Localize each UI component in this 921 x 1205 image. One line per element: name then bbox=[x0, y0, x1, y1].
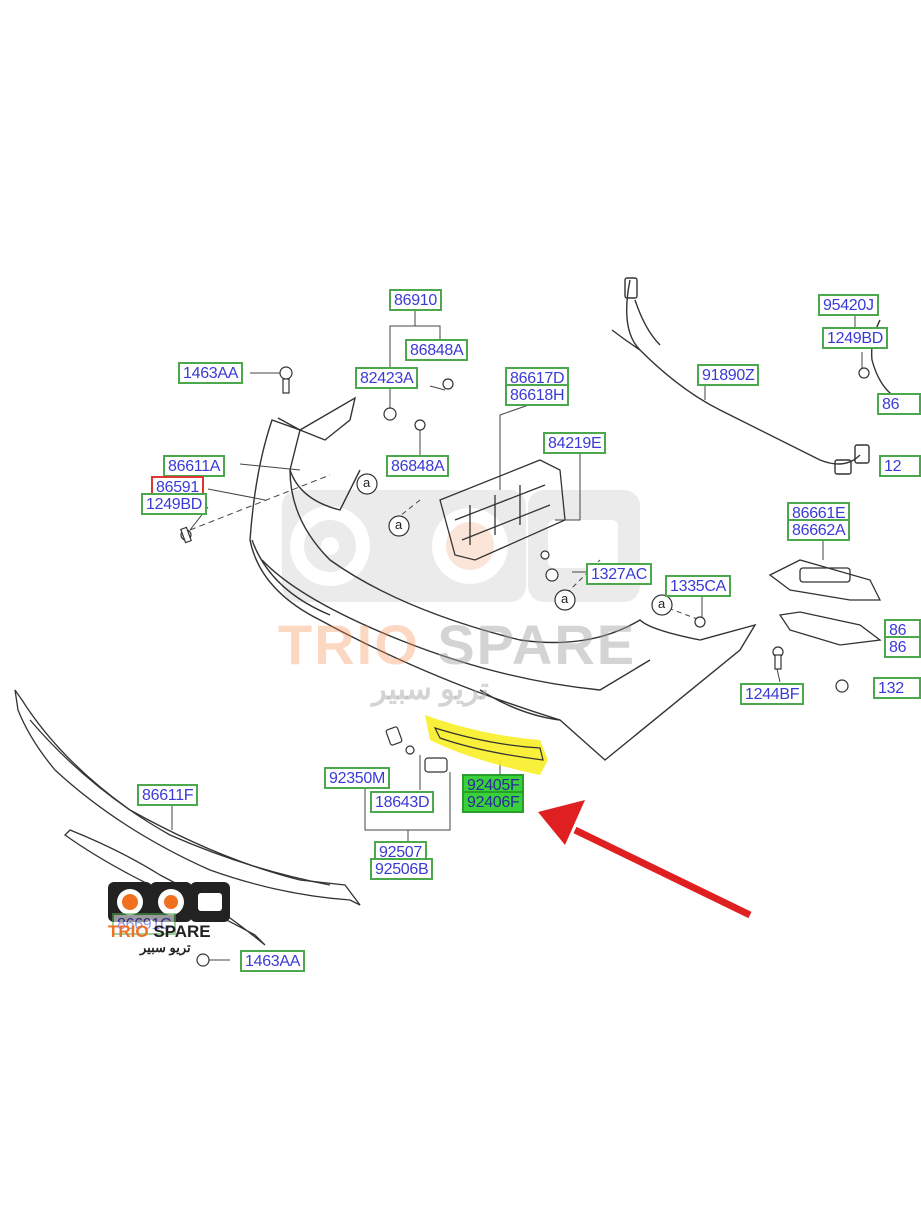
highlighted-reflector-92405f bbox=[425, 715, 548, 775]
lower-trim-86611f bbox=[14, 689, 361, 946]
watermark-small-trio: TRIO bbox=[108, 922, 149, 941]
watermark-arabic-large: تريو سبير bbox=[372, 673, 489, 706]
watermark-spare: SPARE bbox=[419, 613, 637, 676]
reflector-lamp bbox=[768, 559, 882, 646]
ref-marker-a-2: a bbox=[395, 517, 403, 532]
callout-1335ca[interactable]: 1335CA bbox=[665, 575, 732, 597]
callout-1244bf[interactable]: 1244BF bbox=[740, 683, 805, 705]
watermark-arabic-small: تريو سبير bbox=[140, 940, 191, 955]
callout-1249bd-right[interactable]: 1249BD bbox=[822, 327, 889, 349]
callout-86618h[interactable]: 86618H bbox=[505, 384, 570, 406]
callout-86611f[interactable]: 86611F bbox=[137, 784, 199, 806]
fasteners bbox=[180, 366, 870, 967]
callout-86661e[interactable]: 86661E bbox=[787, 502, 851, 524]
callout-92350m[interactable]: 92350M bbox=[324, 767, 391, 789]
watermark-text-small: TRIO SPARE bbox=[108, 922, 211, 942]
callout-1463aa-bottom[interactable]: 1463AA bbox=[240, 950, 306, 972]
reference-markers bbox=[356, 473, 673, 616]
callout-92506b[interactable]: 92506B bbox=[370, 858, 434, 880]
callout-92405f[interactable]: 92405F bbox=[462, 774, 525, 796]
callout-18643d[interactable]: 18643D bbox=[370, 791, 435, 813]
callout-86-cut-3[interactable]: 86 bbox=[884, 636, 921, 658]
callout-86910[interactable]: 86910 bbox=[389, 289, 442, 311]
watermark-logo-large bbox=[282, 490, 640, 602]
license-lamp-parts bbox=[385, 726, 448, 773]
ref-marker-a-3: a bbox=[561, 591, 569, 606]
callout-95420j[interactable]: 95420J bbox=[818, 294, 879, 316]
ref-marker-a-4: a bbox=[658, 596, 666, 611]
bracket-84219e bbox=[439, 459, 566, 561]
callout-1463aa-top[interactable]: 1463AA bbox=[178, 362, 244, 384]
watermark-trio: TRIO bbox=[278, 613, 420, 676]
watermark-logo-small bbox=[108, 882, 230, 922]
rear-bumper-cover bbox=[249, 396, 757, 761]
callout-84219e[interactable]: 84219E bbox=[543, 432, 607, 454]
callout-86-cut-1[interactable]: 86 bbox=[877, 393, 921, 415]
watermark-text-large: TRIO SPARE bbox=[278, 612, 636, 677]
watermark-small-spare: SPARE bbox=[148, 922, 211, 941]
callout-1327ac[interactable]: 1327AC bbox=[586, 563, 653, 585]
callout-91890z[interactable]: 91890Z bbox=[697, 364, 760, 386]
callout-86848a-mid[interactable]: 86848A bbox=[386, 455, 450, 477]
callout-1249bd-left[interactable]: 1249BD bbox=[141, 493, 208, 515]
callout-92406f[interactable]: 92406F bbox=[462, 791, 525, 813]
callout-86662a[interactable]: 86662A bbox=[787, 519, 851, 541]
wiring-harness-91890z bbox=[611, 277, 901, 475]
callout-12-cut[interactable]: 12 bbox=[879, 455, 921, 477]
red-pointer-arrow bbox=[538, 800, 752, 919]
callout-86611a[interactable]: 86611A bbox=[163, 455, 226, 477]
callout-86848a-top[interactable]: 86848A bbox=[405, 339, 469, 361]
callout-132-cut[interactable]: 132 bbox=[873, 677, 921, 699]
ref-marker-a-1: a bbox=[363, 475, 371, 490]
callout-82423a[interactable]: 82423A bbox=[355, 367, 419, 389]
callout-86691c[interactable]: 86691C bbox=[112, 913, 177, 935]
